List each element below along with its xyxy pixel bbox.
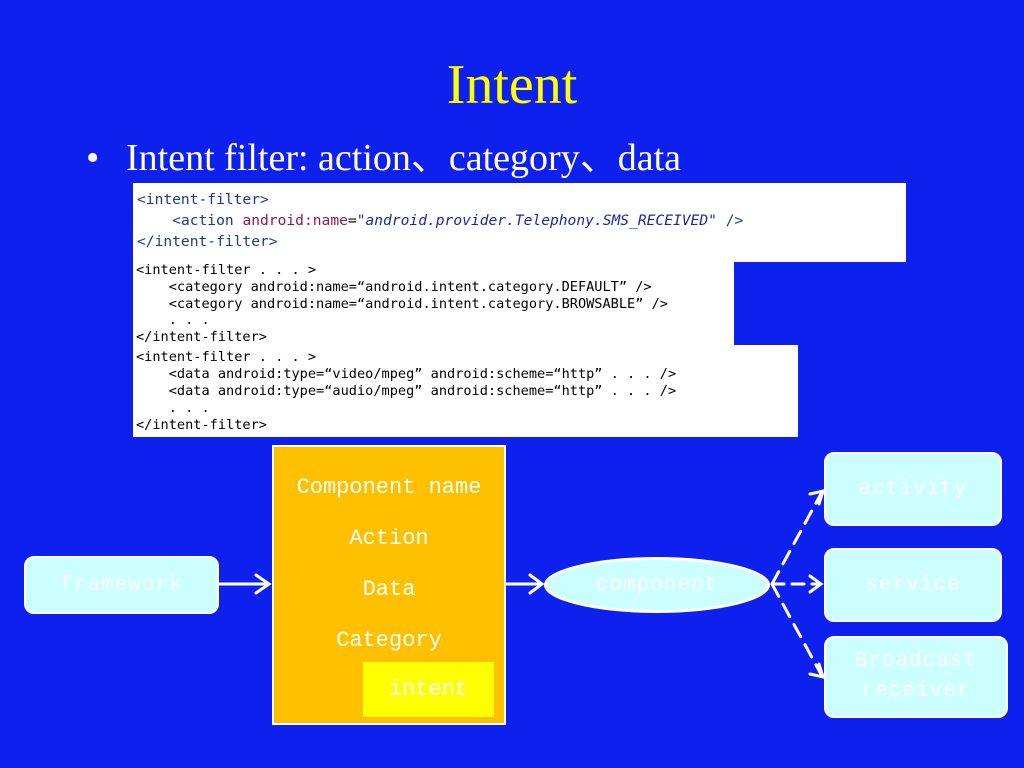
code-line: . . . [136, 312, 210, 329]
arrowhead [808, 488, 826, 506]
service-box: service [824, 548, 1002, 622]
broadcast-label-line1: Broadcast [854, 650, 978, 673]
bullet-item: • Intent filter: action、category、data [86, 134, 681, 182]
code-line: <intent-filter . . . > [136, 349, 317, 365]
broadcast-label-line2: receiver [861, 680, 971, 703]
intent-label: intent [363, 662, 494, 717]
slide-title: Intent [446, 54, 578, 116]
code-line: <category android:name=“android.intent.c… [136, 295, 668, 312]
activity-box: activity [824, 452, 1002, 526]
code-line: <category android:name=“android.intent.c… [136, 278, 652, 295]
code-snippet-category: <intent-filter . . . > <category android… [133, 262, 734, 345]
framework-box: framework [24, 556, 219, 614]
arrowhead [254, 573, 272, 595]
intent-object-box: Component name Action Data Category inte… [272, 445, 506, 725]
broadcast-receiver-box: Broadcast receiver [824, 636, 1008, 718]
code-line: . . . [136, 400, 210, 416]
code-line: <data android:type=“audio/mpeg” android:… [136, 383, 677, 399]
code-line: <intent-filter . . . > [136, 262, 317, 278]
code-snippet-data: <intent-filter . . . > <data android:typ… [133, 345, 798, 437]
intent-field-component-name: Component name [296, 475, 482, 500]
arrowhead [808, 574, 824, 594]
dashed-arrow-to-activity [770, 490, 824, 586]
arrowhead [528, 573, 545, 595]
code-line: </intent-filter> [137, 233, 278, 250]
bullet-dot: • [86, 137, 100, 179]
code-snippet-action: <intent-filter> <action android:name="an… [133, 183, 906, 262]
code-line: <data android:type=“video/mpeg” android:… [136, 366, 677, 382]
code-line: <action android:name="android.provider.T… [172, 212, 744, 229]
intent-field-category: Category [336, 628, 442, 653]
intent-field-data: Data [362, 577, 416, 602]
code-line: </intent-filter> [136, 329, 267, 346]
code-line: </intent-filter> [136, 417, 267, 433]
component-ellipse: component [544, 557, 770, 613]
arrowhead [808, 662, 826, 680]
dashed-arrow-to-broadcast [770, 582, 824, 678]
bullet-text: Intent filter: action、category、data [126, 137, 681, 179]
code-line: <intent-filter> [137, 191, 269, 208]
intent-field-action: Action [349, 526, 429, 551]
